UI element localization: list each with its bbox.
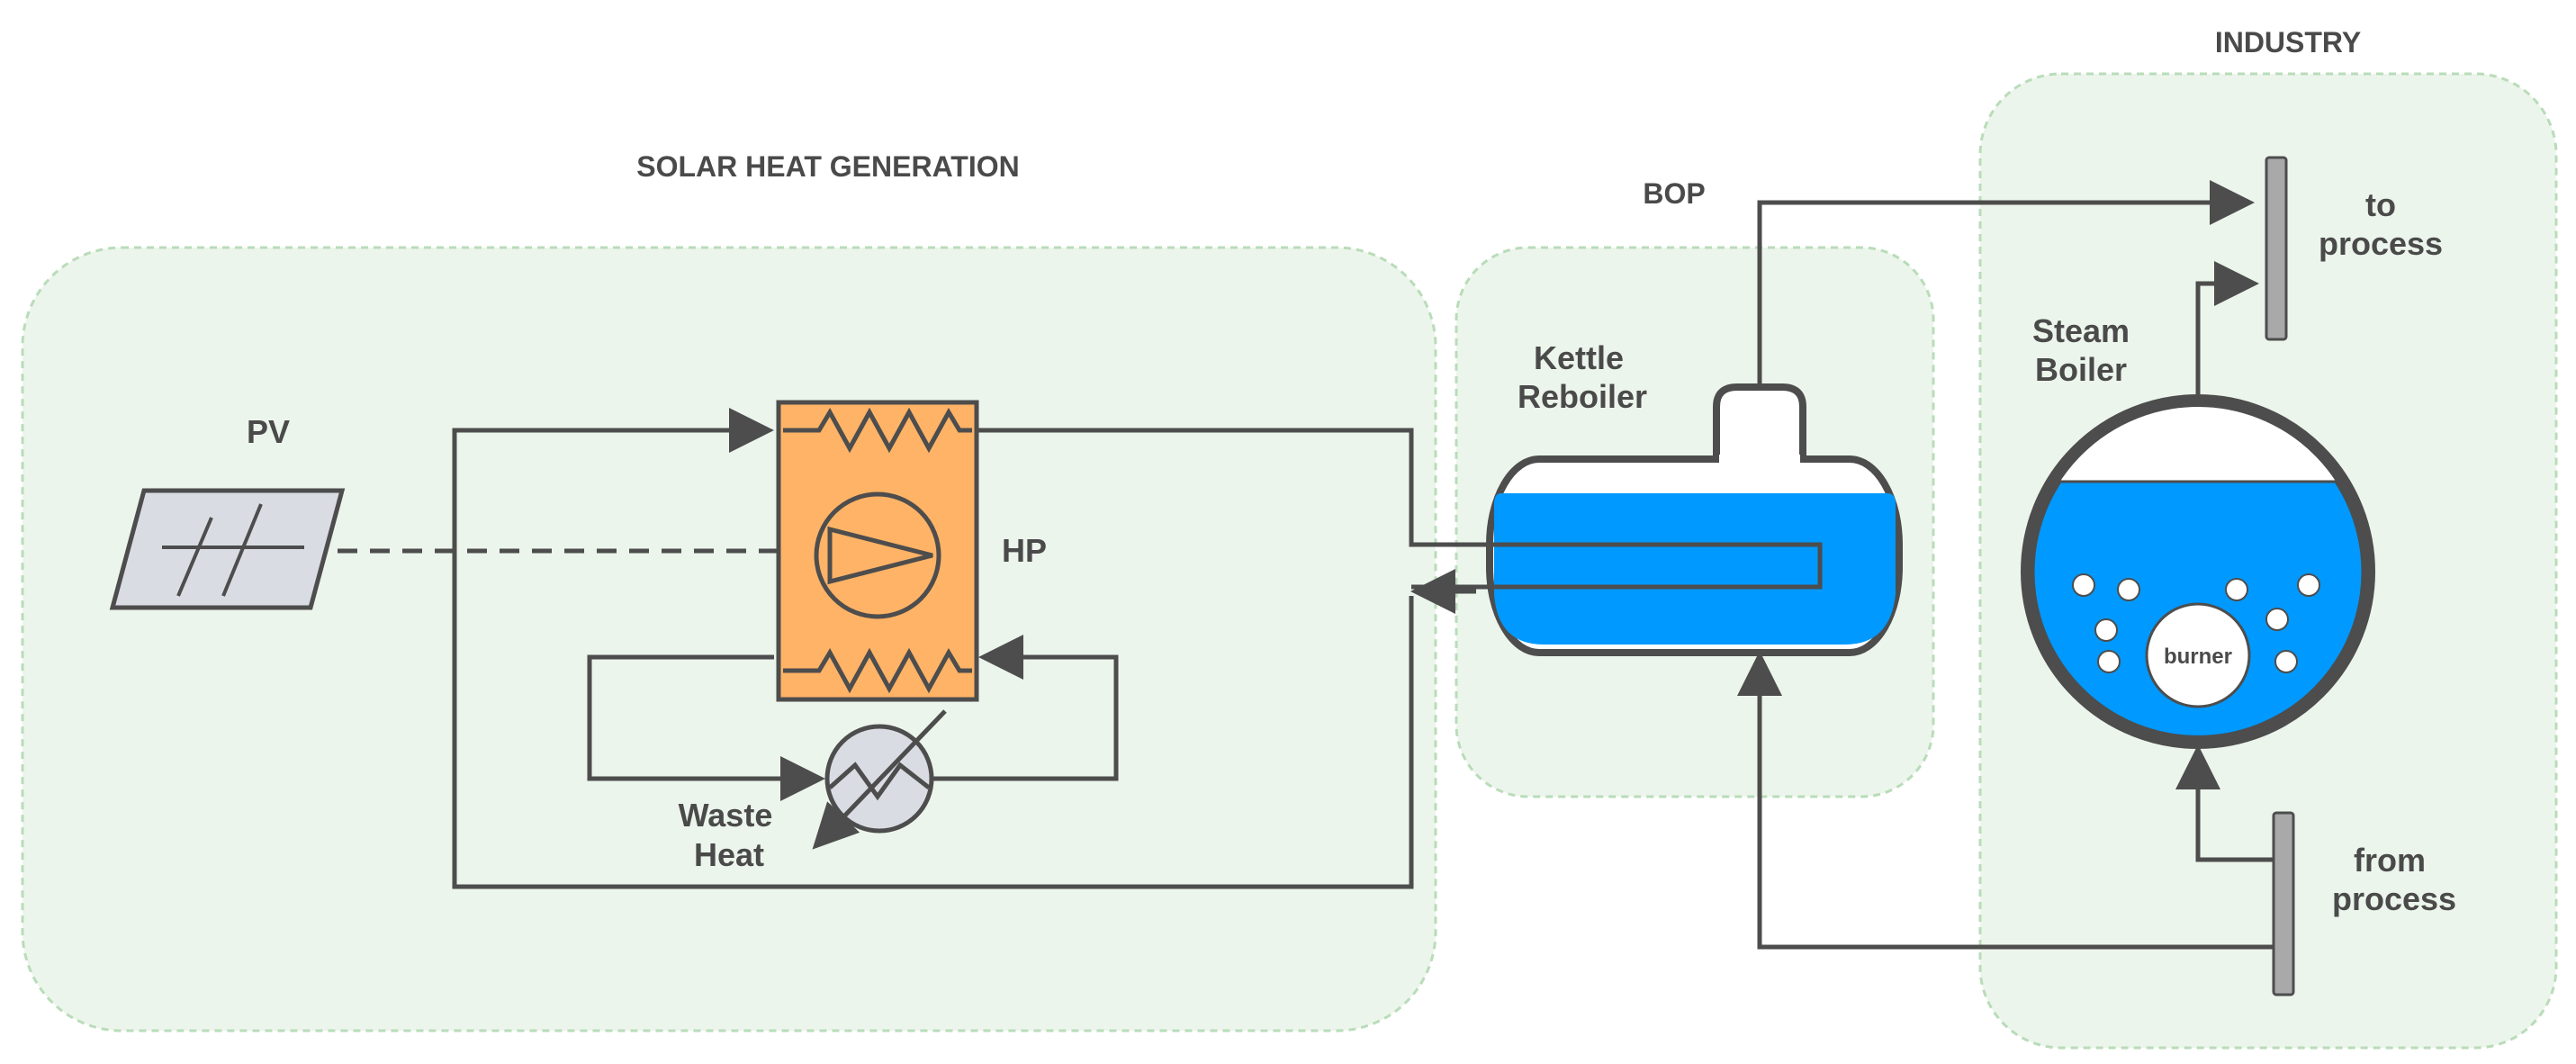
zone-title-industry: INDUSTRY [2215, 26, 2361, 59]
compressor-icon [814, 491, 941, 619]
bubble [2117, 578, 2140, 601]
from-process-header: from process [2272, 811, 2456, 996]
bubble [2097, 650, 2121, 673]
kettle-reboiler-water [1494, 493, 1896, 645]
from-process-label-line1: from [2354, 842, 2426, 879]
zone-title-solar: SOLAR HEAT GENERATION [636, 150, 1019, 183]
kettle-reboiler-label-line2: Reboiler [1518, 378, 1647, 415]
evaporator-loop-right [932, 635, 1119, 781]
bubble [2297, 573, 2320, 597]
from-process-manifold [2272, 811, 2295, 996]
steam-boiler-label-line1: Steam [2032, 312, 2130, 349]
to-process-header: to process [2265, 156, 2443, 341]
waste-heat-exchanger: Waste Heat [679, 709, 947, 873]
return-line-to-hp [452, 408, 1414, 889]
evaporator-loop-left [587, 654, 825, 801]
feed-line-to-boiler [2175, 744, 2273, 862]
pv-panel: PV [109, 413, 346, 610]
feed-line-to-reboiler [1737, 651, 2273, 950]
waste-heat-label-line2: Heat [694, 836, 764, 873]
bubble [2225, 578, 2248, 601]
zone-solar-heat-generation: SOLAR HEAT GENERATION [21, 150, 1437, 1032]
hp-label: HP [1002, 532, 1047, 569]
pv-label: PV [247, 413, 290, 450]
zone-title-bop: BOP [1643, 177, 1705, 210]
to-process-manifold [2265, 156, 2288, 341]
bubble [2094, 618, 2118, 642]
condenser-coil [783, 407, 972, 454]
evaporator-coil [783, 647, 972, 694]
heat-pump: HP [776, 400, 1047, 702]
steam-boiler: burner Steam Boiler [2021, 312, 2375, 749]
steam-boiler-label-line2: Boiler [2035, 351, 2127, 388]
waste-heat-label-line1: Waste [679, 797, 773, 834]
to-process-label-line2: process [2319, 225, 2443, 262]
bubble [2274, 650, 2298, 673]
boiler-steam-line [2195, 261, 2259, 394]
from-process-label-line2: process [2332, 880, 2456, 917]
steam-line-to-process [1757, 180, 2255, 385]
waste-heat-arrow [812, 709, 947, 850]
burner-label: burner [2164, 645, 2232, 669]
bubble [2072, 573, 2095, 597]
to-process-label-line1: to [2365, 186, 2396, 223]
kettle-reboiler-dome [1713, 383, 1806, 461]
bubble [2265, 608, 2289, 631]
kettle-reboiler-label-line1: Kettle [1534, 339, 1624, 376]
kettle-reboiler: Kettle Reboiler [1411, 339, 1903, 656]
burner [2145, 602, 2251, 708]
